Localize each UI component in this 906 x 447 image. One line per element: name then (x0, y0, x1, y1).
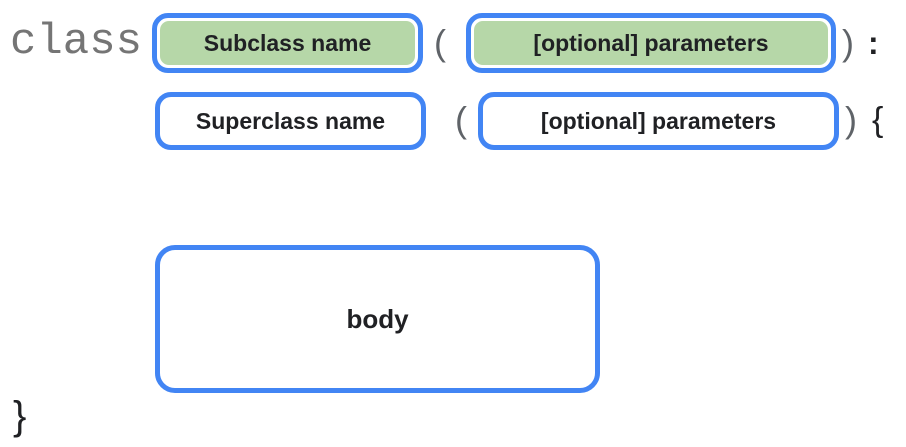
class-keyword: class (10, 17, 143, 67)
row2-open-paren: ( (455, 99, 467, 140)
superclass-name-box: Superclass name (155, 92, 426, 150)
close-brace: } (13, 394, 27, 438)
body-box: body (155, 245, 600, 393)
subclass-name-box: Subclass name (152, 13, 423, 73)
row1-close-paren: ) (842, 22, 854, 63)
row2-optional-parameters-box: [optional] parameters (478, 92, 839, 150)
row1-colon: : (868, 25, 879, 61)
row2-open-brace: { (872, 101, 884, 139)
superclass-name-label: Superclass name (163, 100, 418, 142)
body-label: body (163, 253, 592, 385)
row1-open-paren: ( (434, 22, 446, 63)
subclass-name-label: Subclass name (160, 21, 415, 65)
row1-optional-parameters-box: [optional] parameters (466, 13, 836, 73)
row2-optional-parameters-label: [optional] parameters (486, 100, 831, 142)
row1-optional-parameters-label: [optional] parameters (474, 21, 828, 65)
row2-close-paren: ) (845, 99, 857, 140)
